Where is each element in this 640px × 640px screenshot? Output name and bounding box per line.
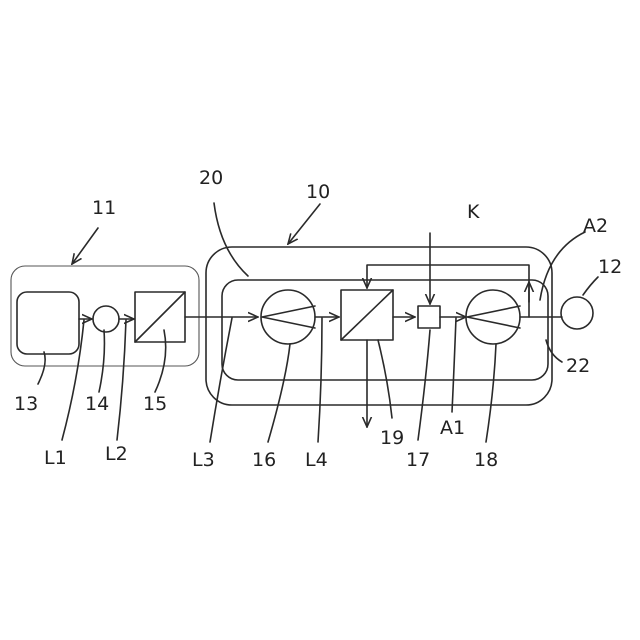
leader-L1	[62, 320, 84, 440]
leader-A1	[452, 318, 456, 412]
component-16-symbol	[262, 306, 315, 328]
leader-14	[99, 330, 104, 392]
label-17: 17	[406, 449, 430, 471]
component-18-symbol	[467, 306, 520, 328]
label-L1: L1	[44, 447, 67, 469]
component-16-circle	[261, 290, 315, 344]
leader-18	[486, 344, 496, 442]
label-L2: L2	[105, 443, 128, 465]
label-22: 22	[566, 355, 590, 377]
leader-20	[214, 203, 248, 276]
component-19-diagonal	[341, 290, 393, 340]
label-A2: A2	[583, 215, 608, 237]
unit-22-inner-box	[222, 280, 548, 380]
label-14: 14	[85, 393, 109, 415]
leader-16	[268, 344, 290, 442]
label-19: 19	[380, 427, 404, 449]
leader-12	[583, 277, 598, 295]
leader-L3	[210, 318, 232, 442]
label-A1: A1	[440, 417, 465, 439]
leader-19	[378, 340, 392, 418]
label-L4: L4	[305, 449, 328, 471]
label-18: 18	[474, 449, 498, 471]
leader-17	[418, 330, 430, 440]
label-L3: L3	[192, 449, 215, 471]
component-17-box	[418, 306, 440, 328]
label-15: 15	[143, 393, 167, 415]
component-15-diagonal	[135, 292, 185, 342]
component-13-box	[17, 292, 79, 354]
label-10: 10	[306, 181, 330, 203]
leader-13	[38, 352, 45, 384]
component-12-circle	[561, 297, 593, 329]
leader-10-arrow	[288, 204, 320, 244]
component-14-circle	[93, 306, 119, 332]
label-20: 20	[199, 167, 223, 189]
label-16: 16	[252, 449, 276, 471]
leader-15	[155, 330, 166, 392]
leader-11-arrow	[72, 228, 98, 264]
component-18-circle	[466, 290, 520, 344]
label-K: K	[467, 201, 480, 223]
label-11: 11	[92, 197, 116, 219]
label-13: 13	[14, 393, 38, 415]
unit-10-outer-box	[206, 247, 552, 405]
label-12: 12	[598, 256, 622, 278]
leader-L2	[117, 320, 126, 440]
